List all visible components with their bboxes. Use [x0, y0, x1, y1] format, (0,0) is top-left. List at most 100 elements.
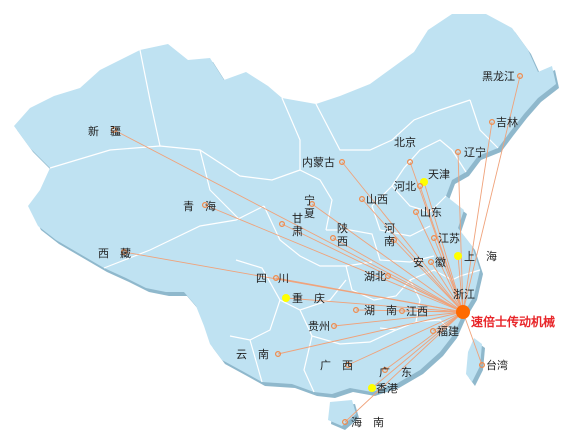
- label-jiangxi: 江西: [406, 305, 428, 318]
- taiwan-shape: [466, 338, 482, 382]
- label-xianggang: 香港: [376, 382, 398, 395]
- marker-chongqing: [282, 294, 290, 302]
- marker-xianggang: [368, 384, 376, 392]
- route-line-xinjiang: [113, 129, 464, 313]
- label-sichuan: 四 川: [256, 272, 289, 285]
- marker-sichuan: [273, 275, 280, 282]
- marker-fujian: [430, 328, 437, 335]
- label-xinjiang: 新 疆: [88, 124, 121, 138]
- marker-xinjiang: [110, 126, 117, 133]
- label-shaanxi: 陕西: [337, 221, 348, 248]
- marker-heilongjiang: [516, 72, 523, 79]
- marker-shaanxi: [330, 235, 337, 242]
- marker-qinghai: [202, 202, 209, 209]
- marker-guangdong: [382, 367, 389, 374]
- label-shanxi: 山西: [366, 193, 388, 206]
- label-henan: 河南: [384, 222, 395, 248]
- label-beijing: 北京: [394, 135, 416, 149]
- marker-shanghai: [454, 252, 462, 260]
- marker-guizhou: [331, 323, 338, 330]
- label-qinghai: 青 海: [183, 199, 216, 213]
- label-heilongjiang: 黑龙江: [482, 70, 515, 83]
- label-jilin: 吉林: [496, 115, 518, 129]
- marker-taiwan: [479, 362, 486, 369]
- label-zhejiang: 浙江: [453, 288, 475, 301]
- marker-hunan: [353, 307, 360, 314]
- route-line-guangdong: [384, 311, 464, 371]
- route-line-taiwan: [462, 311, 483, 366]
- label-guangdong: 广 东: [379, 366, 412, 379]
- marker-zhejiang: [456, 305, 470, 319]
- marker-jilin: [489, 118, 496, 125]
- route-line-liaoning: [457, 151, 464, 313]
- route-line-jiangxi: [401, 310, 464, 313]
- marker-ningxia: [309, 201, 316, 208]
- marker-xizang: [120, 249, 127, 256]
- marker-tianjin: [420, 178, 428, 186]
- marker-hubei: [385, 273, 392, 280]
- label-neimenggu: 内蒙古: [302, 155, 335, 169]
- label-shanghai: 上 海: [464, 249, 497, 263]
- route-line-guangxi: [347, 311, 464, 366]
- region-markers: 新 疆西 藏青 海甘肃宁夏内蒙古黑龙江吉林辽宁北京天津河北山西山东陕西河南江苏安…: [88, 70, 555, 429]
- label-hubei: 湖北: [364, 270, 386, 283]
- marker-henan: [391, 237, 398, 244]
- label-hebei: 河北: [394, 180, 416, 193]
- marker-hebei: [417, 183, 424, 190]
- route-line-guizhou: [333, 311, 464, 327]
- route-line-anhui: [430, 261, 464, 313]
- label-taiwan: 台湾: [486, 358, 508, 372]
- route-line-hebei: [419, 185, 464, 313]
- hainan-shape: [328, 400, 356, 426]
- route-line-shanxi: [361, 198, 464, 313]
- label-fujian: 福建: [437, 324, 459, 338]
- label-chongqing: 重 庆: [292, 291, 325, 305]
- label-jiangsu: 江苏: [438, 232, 460, 245]
- route-line-sichuan: [275, 277, 464, 313]
- marker-jiangsu: [431, 235, 438, 242]
- marker-yunnan: [275, 351, 282, 358]
- route-line-jilin: [462, 121, 493, 313]
- marker-jiangxi: [399, 308, 406, 315]
- route-line-shanghai: [457, 255, 464, 313]
- marker-shandong: [413, 209, 420, 216]
- route-line-hainan: [344, 311, 464, 423]
- marker-gansu: [279, 221, 286, 228]
- route-line-shaanxi: [332, 237, 464, 313]
- label-guangxi: 广 西: [320, 359, 353, 372]
- route-line-qinghai: [204, 204, 464, 313]
- label-guizhou: 贵州: [308, 320, 330, 333]
- marker-liaoning: [455, 149, 462, 156]
- route-line-henan: [393, 239, 464, 313]
- distribution-routes: [113, 75, 521, 423]
- headquarters-label: 速倍士传动机械: [471, 314, 555, 329]
- route-line-jiangsu: [433, 237, 464, 313]
- marker-guangxi: [345, 362, 352, 369]
- marker-hainan: [342, 419, 349, 426]
- label-tianjin: 天津: [428, 168, 450, 181]
- china-landmass: [14, 14, 556, 426]
- route-line-ningxia: [311, 203, 464, 313]
- route-line-heilongjiang: [462, 75, 521, 313]
- marker-beijing: [407, 159, 414, 166]
- label-hainan: 海 南: [351, 415, 384, 429]
- route-line-tianjin: [423, 181, 464, 313]
- route-line-neimenggu: [341, 161, 464, 313]
- label-hunan: 湖 南: [364, 304, 397, 317]
- marker-neimenggu: [339, 159, 346, 166]
- marker-shanxi: [359, 196, 366, 203]
- label-xizang: 西 藏: [98, 247, 131, 260]
- label-shandong: 山东: [420, 206, 442, 219]
- marker-anhui: [428, 259, 435, 266]
- route-line-chongqing: [285, 297, 464, 313]
- label-liaoning: 辽宁: [464, 145, 486, 159]
- label-gansu: 甘肃: [292, 212, 303, 238]
- mainland-china-shape: [14, 14, 556, 394]
- route-line-xianggang: [371, 311, 464, 389]
- route-line-hubei: [387, 275, 464, 313]
- route-line-yunnan: [277, 311, 464, 355]
- province-borders: [49, 49, 499, 393]
- label-anhui: 安 徽: [413, 255, 446, 269]
- label-yunnan: 云 南: [236, 348, 269, 361]
